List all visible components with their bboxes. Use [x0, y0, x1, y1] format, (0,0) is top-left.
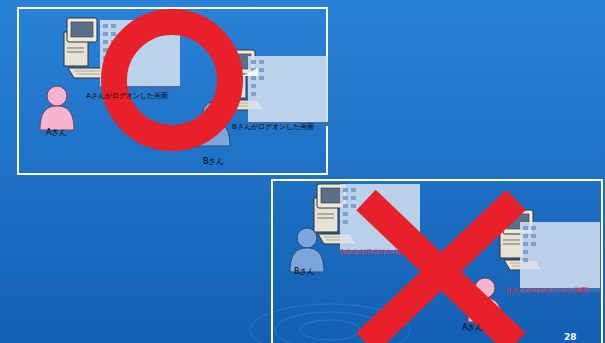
page-number: 28 [564, 333, 577, 342]
person-name: Bさん [203, 158, 225, 166]
screen-caption: Aさんがログオンした画面 [340, 249, 422, 256]
screen-caption: Aさんがログオンした画面 [86, 93, 168, 100]
screen-caption: Bさんがログオンした画面 [506, 288, 588, 295]
person-name: Aさん [46, 129, 67, 137]
person-name: Bさん [294, 268, 316, 276]
person-name: Aさん [462, 324, 483, 332]
screen-caption: Bさんがログオンした画面 [232, 124, 314, 131]
